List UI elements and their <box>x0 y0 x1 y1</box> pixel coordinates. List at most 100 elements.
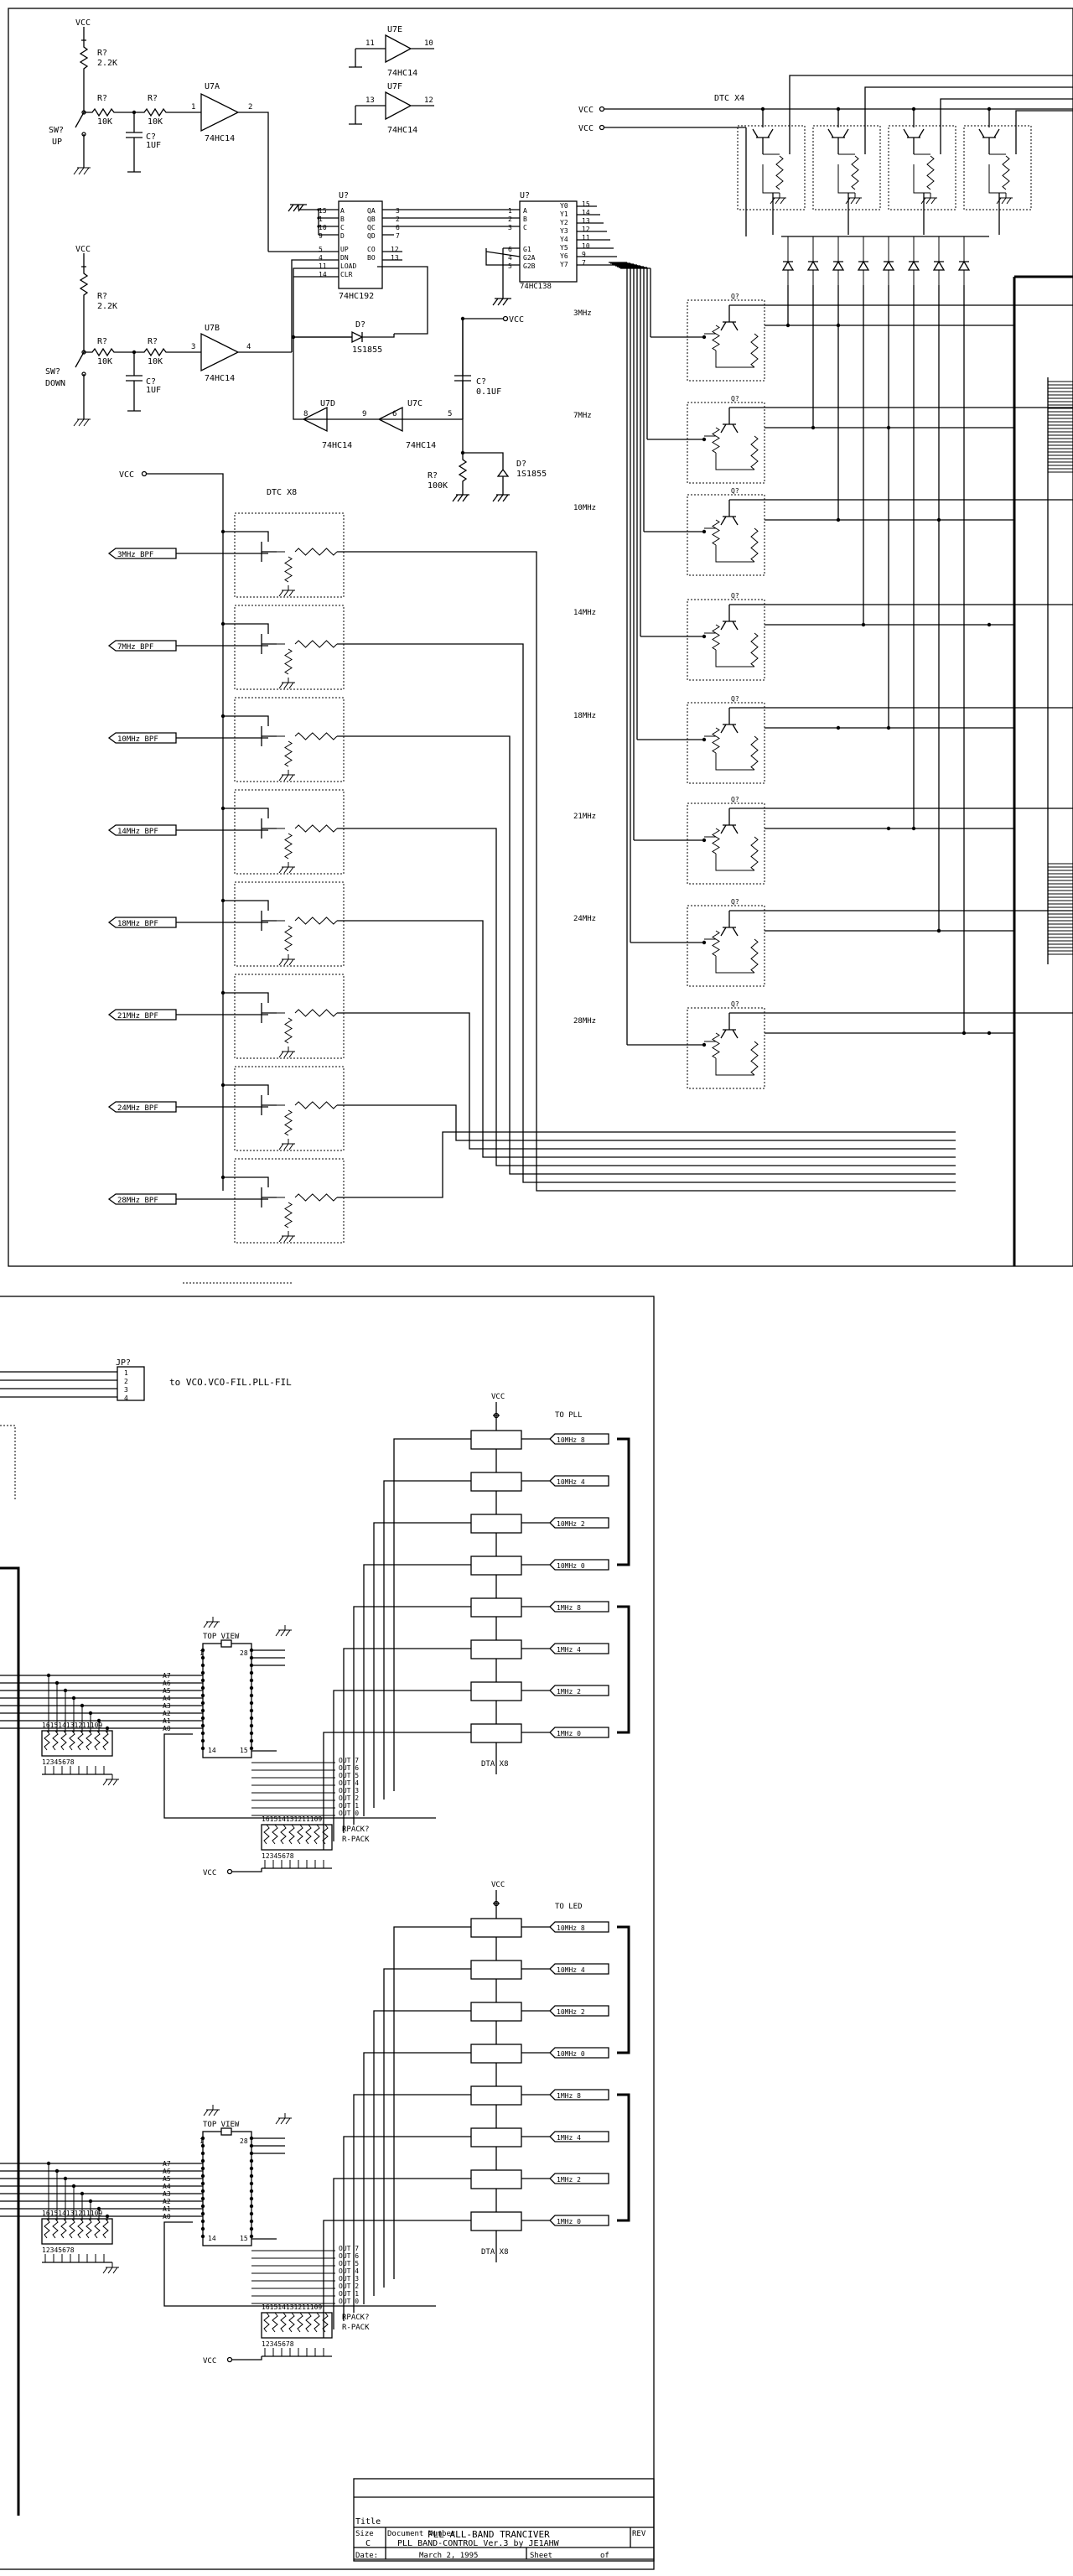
bias-wire <box>704 836 754 871</box>
svg-text:2: 2 <box>124 1378 128 1385</box>
resistor <box>294 640 338 648</box>
sw-up-label: UP <box>52 138 62 147</box>
svg-text:4: 4 <box>508 254 512 262</box>
resistor <box>294 732 338 740</box>
svg-text:C: C <box>365 2539 371 2548</box>
dta-transistor <box>470 1514 522 1534</box>
svg-text:QB: QB <box>367 216 376 223</box>
resistor <box>284 833 293 860</box>
transistor <box>261 911 277 931</box>
svg-text:C: C <box>340 224 345 231</box>
rpack-res <box>288 2312 295 2333</box>
svg-text:U7C: U7C <box>407 399 422 408</box>
junction <box>249 1701 254 1706</box>
output-port-label: 10MHz 0 <box>557 1562 585 1570</box>
out-wire <box>393 1438 471 1791</box>
svg-text:QC: QC <box>367 224 376 231</box>
junction <box>886 725 891 730</box>
band-label: 28MHz <box>573 1017 596 1026</box>
svg-text:D?: D? <box>516 460 526 469</box>
svg-text:PLL BAND-CONTROL Ver.3 by JE1A: PLL BAND-CONTROL Ver.3 by JE1AHW <box>397 2539 560 2548</box>
out-wire <box>373 1522 471 1808</box>
svg-text:G2A: G2A <box>523 254 536 262</box>
svg-text:A: A <box>523 207 527 215</box>
dtc-x4-block: VCC VCC DTC X4 <box>578 94 1073 133</box>
diode <box>882 260 895 271</box>
svg-text:QA: QA <box>367 207 376 215</box>
resistor <box>712 930 720 957</box>
pin-num: 28 <box>240 1649 248 1657</box>
resistor <box>294 824 338 833</box>
transistor <box>720 911 739 937</box>
collector-wire <box>223 808 269 818</box>
bias-wire <box>704 1041 754 1076</box>
output-port <box>521 1963 609 1975</box>
svg-text:1: 1 <box>191 103 195 112</box>
emitter-wire <box>913 164 930 194</box>
rpack-res <box>52 2218 59 2239</box>
resistor <box>750 938 759 974</box>
dtc-input <box>940 98 1073 154</box>
ground-symbol <box>278 954 295 966</box>
junction <box>249 2219 254 2224</box>
junction <box>249 1670 254 1675</box>
rpack-nums: 161514131211109 <box>42 2210 102 2217</box>
junction <box>200 1648 205 1653</box>
vcc-terminal <box>141 470 148 477</box>
svg-text:6: 6 <box>396 224 400 231</box>
out-wire <box>353 1606 471 1825</box>
svg-text:5: 5 <box>319 246 323 253</box>
collector-wire <box>223 1084 269 1095</box>
dtc-input <box>864 86 1073 154</box>
dta-x8-cell <box>687 494 765 576</box>
svg-text:DOWN: DOWN <box>45 379 65 388</box>
vcc-wire <box>232 1868 262 1872</box>
resistor <box>712 325 720 351</box>
junction <box>249 1746 254 1751</box>
junction <box>249 2181 254 2186</box>
svg-text:11: 11 <box>582 234 590 242</box>
junction <box>200 2158 205 2163</box>
out-label: OUT 3 <box>339 2275 359 2283</box>
band-label: 21MHz <box>573 813 596 821</box>
out-wire <box>343 2136 471 2321</box>
u7a-part: 74HC14 <box>205 134 235 143</box>
out-wire <box>323 1732 471 1850</box>
q-ref: Q? <box>731 898 739 906</box>
junction <box>760 106 765 112</box>
out-wire <box>383 1968 471 2288</box>
ground-symbol <box>845 193 862 205</box>
resistor <box>750 1041 759 1076</box>
vcc-label: VCC <box>203 2357 216 2366</box>
dta-transistor <box>470 2044 522 2064</box>
collector-wire <box>223 715 269 726</box>
svg-text:1: 1 <box>124 1369 128 1377</box>
eprom-pin <box>251 2137 285 2154</box>
bpf-port-label: 28MHz BPF <box>117 1197 158 1205</box>
svg-text:QD: QD <box>367 232 376 240</box>
output-port-label: 1MHz 0 <box>557 1730 581 1737</box>
rpack-res <box>305 2312 312 2333</box>
output-port <box>521 1559 609 1571</box>
out-wire <box>323 2220 471 2338</box>
vcc-rail <box>147 473 224 1191</box>
c1uf-val: 1UF <box>146 141 161 150</box>
left-edge-fragment <box>0 1425 16 1501</box>
ground-symbol <box>102 2262 119 2274</box>
rpack-res <box>280 1824 287 1845</box>
svg-text:14: 14 <box>582 209 590 216</box>
output-port <box>521 1433 609 1445</box>
resistor <box>775 155 784 190</box>
lower-sheet-border <box>0 1296 655 2570</box>
junction <box>200 1708 205 1713</box>
out-wire <box>353 2094 471 2313</box>
svg-text:CLR: CLR <box>340 271 353 278</box>
rpack-res <box>77 2218 84 2239</box>
junction <box>249 2166 254 2171</box>
dtc-base-wire <box>337 920 956 1158</box>
svg-text:PLL ALL-BAND TRANCIVER: PLL ALL-BAND TRANCIVER <box>428 2529 550 2540</box>
svg-text:SW?: SW? <box>45 367 60 377</box>
rpack-res <box>60 1730 67 1751</box>
junction <box>249 2226 254 2231</box>
rpack-res <box>77 1730 84 1751</box>
